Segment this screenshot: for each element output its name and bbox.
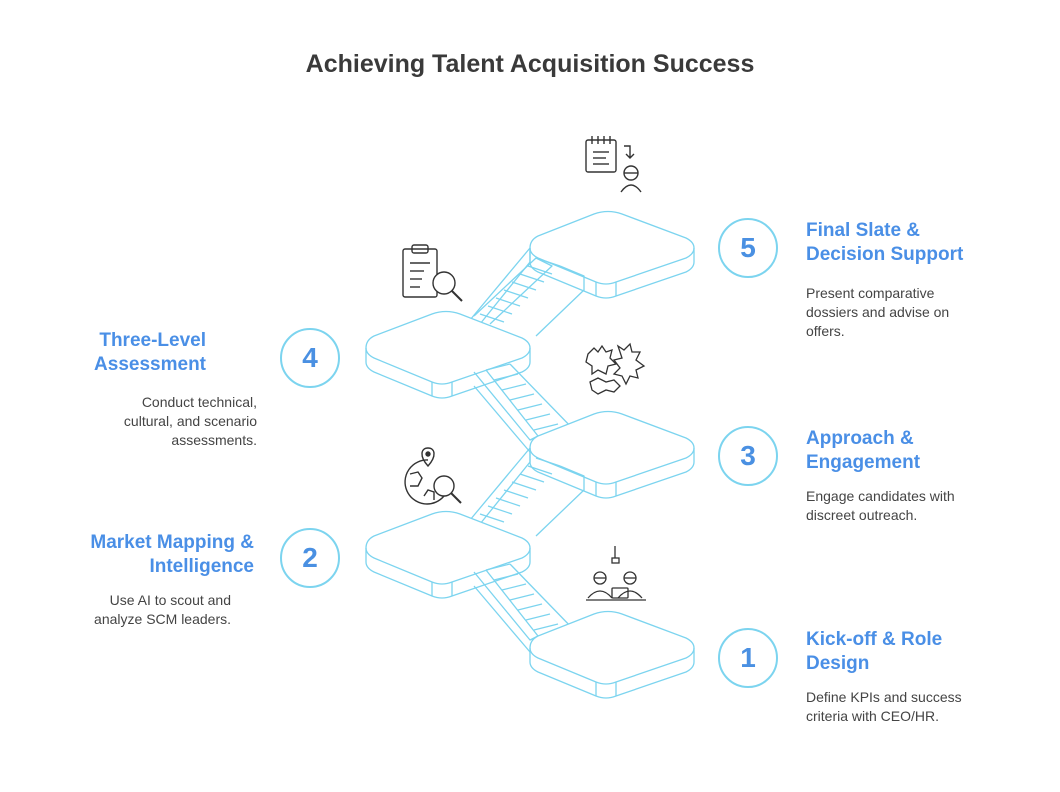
step-4-title-line1: Three-Level bbox=[99, 330, 206, 351]
clipboard-search-icon bbox=[402, 244, 463, 302]
stairs-2-3 bbox=[469, 447, 585, 537]
step-2-desc-line1: Use AI to scout and bbox=[109, 592, 231, 608]
step-1-title: Kick-off & Role Design bbox=[806, 628, 1046, 676]
step-4-title: Three-Level Assessment bbox=[20, 329, 206, 377]
meeting-icon bbox=[586, 546, 646, 601]
stairs-4-5 bbox=[469, 247, 585, 337]
step-3-title-line2: Engagement bbox=[806, 452, 921, 473]
handshake-icon bbox=[585, 342, 646, 395]
step-4-desc-line1: Conduct technical, bbox=[141, 394, 257, 410]
step-2-title-line2: Intelligence bbox=[149, 556, 254, 577]
step-3-title: Approach & Engagement bbox=[806, 427, 1046, 475]
step-4-desc-line3: assessments. bbox=[171, 432, 257, 448]
platform-1 bbox=[529, 610, 695, 699]
step-1-description: Define KPIs and success criteria with CE… bbox=[806, 688, 1046, 726]
step-2-number-badge: 2 bbox=[280, 528, 340, 588]
platform-4 bbox=[365, 310, 531, 399]
step-4-number-badge: 4 bbox=[280, 328, 340, 388]
step-5-desc-line1: Present comparative bbox=[806, 285, 935, 301]
step-2-desc-line2: analyze SCM leaders. bbox=[94, 611, 231, 627]
step-5-title-line1: Final Slate & bbox=[806, 220, 921, 241]
page-title: Achieving Talent Acquisition Success bbox=[305, 50, 755, 78]
step-3-desc-line1: Engage candidates with bbox=[806, 488, 955, 504]
step-1-title-line1: Kick-off & Role bbox=[806, 629, 943, 650]
step-4-description: Conduct technical, cultural, and scenari… bbox=[20, 393, 257, 450]
step-2-title: Market Mapping & Intelligence bbox=[20, 531, 254, 579]
platform-2 bbox=[365, 510, 531, 599]
step-5-title: Final Slate & Decision Support bbox=[806, 219, 1046, 267]
step-5-number-badge: 5 bbox=[718, 218, 778, 278]
step-4-desc-line2: cultural, and scenario bbox=[123, 413, 257, 429]
step-3-number-badge: 3 bbox=[718, 426, 778, 486]
step-5-title-line2: Decision Support bbox=[806, 244, 964, 265]
step-3-desc-line2: discreet outreach. bbox=[806, 507, 918, 523]
platform-5 bbox=[529, 210, 695, 299]
step-3-description: Engage candidates with discreet outreach… bbox=[806, 487, 1046, 525]
notepad-person-icon bbox=[585, 136, 642, 193]
step-5-description: Present comparative dossiers and advise … bbox=[806, 284, 1046, 341]
step-1-number-badge: 1 bbox=[718, 628, 778, 688]
globe-search-icon bbox=[404, 447, 462, 505]
step-4-title-line2: Assessment bbox=[94, 354, 206, 375]
step-1-desc-line1: Define KPIs and success bbox=[806, 689, 962, 705]
platform-3 bbox=[529, 410, 695, 499]
step-2-title-line1: Market Mapping & bbox=[90, 532, 254, 553]
step-5-desc-line3: offers. bbox=[806, 323, 845, 339]
step-1-desc-line2: criteria with CEO/HR. bbox=[806, 708, 940, 724]
step-1-title-line2: Design bbox=[806, 653, 870, 674]
step-5-desc-line2: dossiers and advise on bbox=[806, 304, 950, 320]
step-3-title-line1: Approach & bbox=[806, 428, 914, 449]
step-2-description: Use AI to scout and analyze SCM leaders. bbox=[20, 591, 231, 629]
